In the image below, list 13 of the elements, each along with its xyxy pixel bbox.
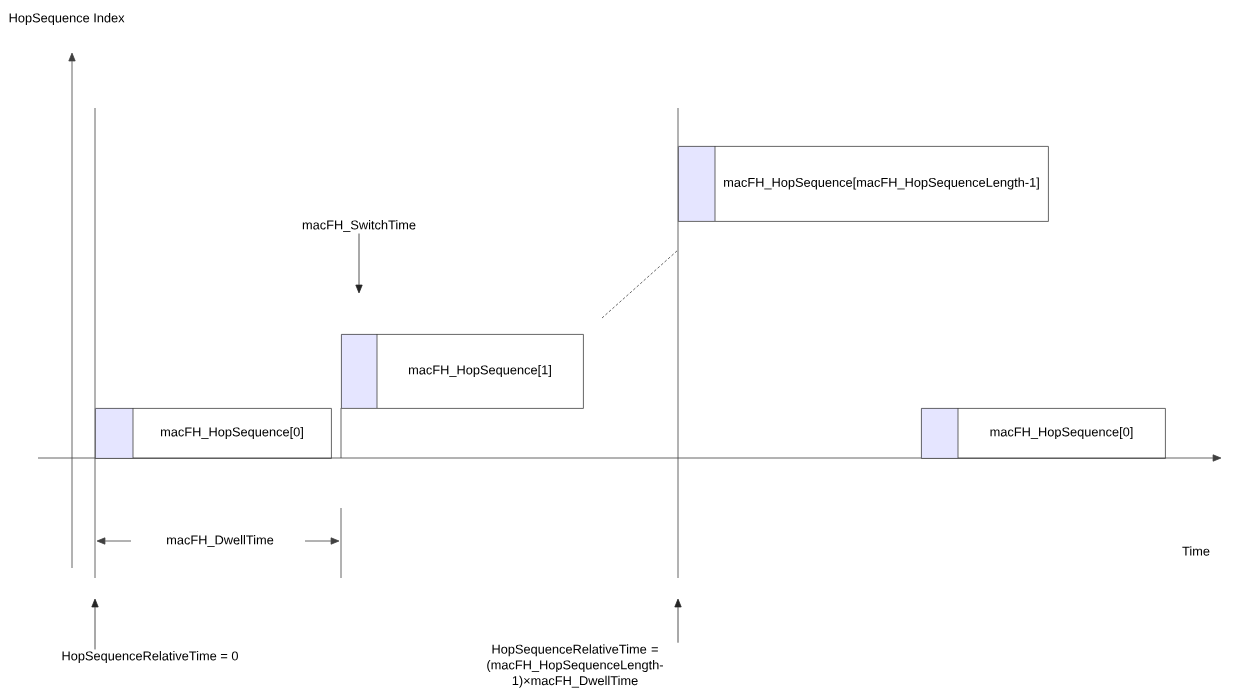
arrow [91, 598, 99, 650]
hop-slot-box: macFH_HopSequence[macFH_HopSequenceLength-1] [678, 145, 1049, 222]
axis-label: Time [1182, 546, 1210, 556]
arrow [674, 598, 682, 644]
hop-slot-box: macFH_HopSequence[0] [95, 407, 332, 459]
annotation-text: HopSequenceRelativeTime = 0 [62, 651, 238, 663]
annotation-text: macFH_SwitchTime [302, 220, 416, 232]
annotation-text: HopSequenceRelativeTime = (macFH_HopSequenceLength-1)×macFH_DwellTime [487, 644, 663, 688]
dimension-label: macFH_DwellTime [167, 535, 274, 547]
hop-slot-box: macFH_HopSequence[1] [341, 333, 584, 409]
hop-slot-box: macFH_HopSequence[0] [921, 407, 1166, 459]
axis-label: HopSequence Index [9, 13, 125, 25]
arrow [355, 233, 363, 294]
